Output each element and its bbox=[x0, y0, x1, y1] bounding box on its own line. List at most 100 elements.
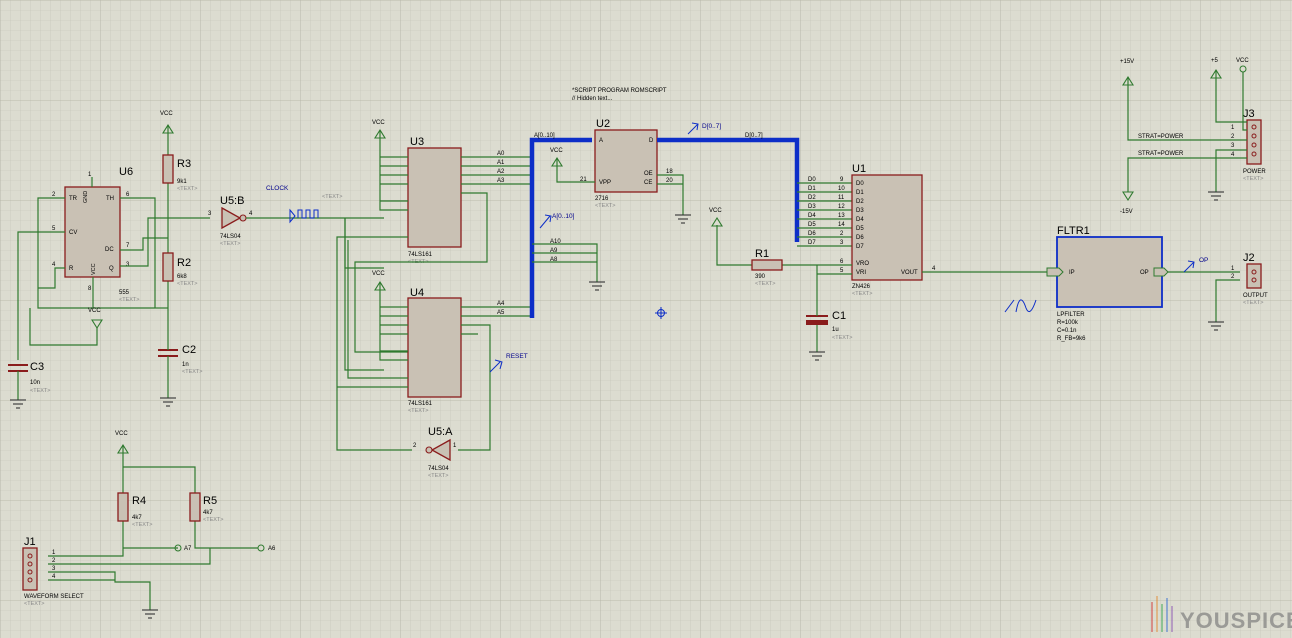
r5-text: <TEXT> bbox=[203, 517, 223, 523]
svg-text:4: 4 bbox=[932, 266, 936, 272]
c3-capacitor[interactable]: C3 10n <TEXT> bbox=[8, 361, 50, 400]
svg-text:R_FB=9k6: R_FB=9k6 bbox=[1057, 336, 1086, 342]
ground-j3 bbox=[1208, 191, 1224, 201]
u2-value: 2716 bbox=[595, 196, 609, 202]
u5b-inverter[interactable]: U5:B 3 4 74LS04 <TEXT> bbox=[208, 195, 253, 247]
ground-j1 bbox=[142, 609, 158, 619]
r4-resistor[interactable]: R4 4k7 <TEXT> bbox=[117, 492, 152, 528]
data-bus-label: D[0..7] bbox=[745, 133, 763, 139]
vcc-terminal-555: VCC bbox=[88, 308, 103, 330]
vcc-terminal-r3: VCC bbox=[160, 111, 174, 134]
svg-text:3: 3 bbox=[208, 211, 212, 217]
high-address-wiring bbox=[532, 243, 598, 282]
r1-resistor[interactable]: R1 390 <TEXT> bbox=[751, 248, 783, 287]
c1-ref: C1 bbox=[832, 310, 846, 322]
u3-ref: U3 bbox=[410, 136, 424, 148]
u1-dac[interactable]: U1 D0 D1 D2 D3 D4 D5 D6 D7 D0 D1 D2 D3 D… bbox=[808, 163, 936, 297]
svg-text:9: 9 bbox=[840, 177, 844, 183]
u6-555-timer[interactable]: U6 GND TR TH CV DC R Q VCC 2 1 6 5 7 4 8… bbox=[52, 166, 139, 303]
c2-text: <TEXT> bbox=[182, 369, 202, 375]
svg-text:D5: D5 bbox=[856, 226, 864, 232]
svg-text:A3: A3 bbox=[497, 178, 505, 184]
c1-capacitor[interactable]: C1 1u <TEXT> bbox=[806, 310, 852, 341]
j2-ref: J2 bbox=[1243, 252, 1255, 264]
vcc-terminal-j3: VCC bbox=[1236, 58, 1249, 73]
u1-pin-labels: D0 D1 D2 D3 D4 D5 D6 D7 VRO VRI VOUT bbox=[856, 181, 918, 276]
svg-text:R=100k: R=100k bbox=[1057, 320, 1079, 326]
svg-text:5: 5 bbox=[840, 268, 844, 274]
svg-text:3: 3 bbox=[52, 566, 56, 572]
svg-text:4: 4 bbox=[1231, 152, 1235, 158]
svg-text:<TEXT>: <TEXT> bbox=[322, 194, 342, 200]
svg-text:3: 3 bbox=[840, 240, 844, 246]
u4-net-labels: A4 A5 bbox=[497, 301, 505, 316]
svg-text:STRAT=POWER: STRAT=POWER bbox=[1138, 134, 1184, 140]
svg-text:VOUT: VOUT bbox=[901, 270, 918, 276]
j2-output-connector[interactable]: J2 1 2 OUTPUT <TEXT> bbox=[1231, 252, 1268, 306]
svg-text:2: 2 bbox=[52, 558, 56, 564]
ground-c3 bbox=[10, 399, 26, 409]
r3-resistor[interactable]: R3 9k1 <TEXT> bbox=[162, 154, 197, 192]
j3-power-connector[interactable]: J3 1 2 3 4 POWER <TEXT> bbox=[1231, 108, 1266, 182]
u6-pinno-3: 3 bbox=[126, 262, 130, 268]
j1-waveform-select-connector[interactable]: J1 1 2 3 4 WAVEFORM SELECT <TEXT> bbox=[22, 536, 84, 607]
u6-pin-cv: CV bbox=[69, 230, 77, 236]
c2-value: 1n bbox=[182, 362, 189, 368]
r1-text: <TEXT> bbox=[755, 281, 775, 287]
clock-label: CLOCK bbox=[266, 185, 289, 192]
address-bus bbox=[529, 137, 592, 318]
svg-text:VPP: VPP bbox=[599, 180, 611, 186]
data-bus bbox=[657, 137, 800, 242]
u6-pin-th: TH bbox=[106, 196, 114, 202]
u6-pin-q: Q bbox=[109, 266, 114, 272]
r5-resistor[interactable]: R5 4k7 <TEXT> bbox=[189, 492, 223, 523]
svg-text:4: 4 bbox=[52, 574, 56, 580]
address-bus-probe: A[0..10] bbox=[539, 213, 575, 229]
u6-pinno-7: 7 bbox=[126, 243, 130, 249]
address-bus-labels: A[0..10] bbox=[534, 133, 555, 139]
svg-text:A: A bbox=[599, 138, 603, 144]
r3-value: 9k1 bbox=[177, 179, 187, 185]
svg-text:18: 18 bbox=[666, 169, 673, 175]
svg-text:D6: D6 bbox=[856, 235, 864, 241]
svg-text:A[0..10]: A[0..10] bbox=[534, 133, 555, 139]
r3-text: <TEXT> bbox=[177, 186, 197, 192]
svg-text:20: 20 bbox=[666, 178, 673, 184]
svg-text:VCC: VCC bbox=[160, 111, 173, 117]
u6-value: 555 bbox=[119, 290, 130, 296]
u2-eprom[interactable]: U2 A D VPP OE CE 21 18 20 2716 <TEXT> bbox=[580, 118, 673, 209]
svg-text:D4: D4 bbox=[856, 217, 864, 223]
u5b-value: 74LS04 bbox=[220, 234, 241, 240]
op-label: OP bbox=[1199, 257, 1208, 264]
svg-text:YOUSPICE: YOUSPICE bbox=[1180, 608, 1292, 633]
svg-text:A[0..10]: A[0..10] bbox=[552, 213, 575, 220]
svg-text:VCC: VCC bbox=[550, 148, 563, 154]
c3-text: <TEXT> bbox=[30, 388, 50, 394]
plus15-terminal: +15V bbox=[1120, 59, 1134, 86]
u4-counter[interactable]: U4 bbox=[407, 287, 462, 414]
u3-counter[interactable]: U3 bbox=[407, 136, 462, 265]
r1-value: 390 bbox=[755, 274, 766, 280]
u4-text: <TEXT> bbox=[408, 408, 428, 414]
svg-text:A9: A9 bbox=[550, 248, 558, 254]
r2-resistor[interactable]: R2 6k8 <TEXT> bbox=[162, 252, 197, 287]
c2-capacitor[interactable]: C2 1n <TEXT> bbox=[158, 340, 202, 375]
fltr1-filter[interactable]: FLTR1 IP OP LPFILTER R=100k C=0.1n R_FB=… bbox=[1046, 225, 1169, 342]
reset-label: RESET bbox=[506, 353, 528, 360]
u1-pin-numbers: 9 10 11 12 13 14 2 3 6 5 4 bbox=[838, 177, 936, 274]
r1-ref: R1 bbox=[755, 248, 769, 260]
op-probe: OP bbox=[1183, 257, 1208, 273]
svg-text:D[0..7]: D[0..7] bbox=[702, 123, 721, 130]
fltr1-model: LPFILTER bbox=[1057, 312, 1085, 318]
svg-text:VRI: VRI bbox=[856, 270, 866, 276]
svg-text:IP: IP bbox=[1069, 270, 1075, 276]
svg-text:D2: D2 bbox=[808, 195, 816, 201]
svg-text:13: 13 bbox=[838, 213, 845, 219]
svg-text:A8: A8 bbox=[550, 257, 558, 263]
svg-text:D0: D0 bbox=[808, 177, 816, 183]
svg-text:6: 6 bbox=[840, 259, 844, 265]
u5a-inverter[interactable]: U5:A 1 2 74LS04 <TEXT> bbox=[413, 426, 457, 479]
r2-text: <TEXT> bbox=[177, 281, 197, 287]
svg-text:1: 1 bbox=[453, 443, 457, 449]
